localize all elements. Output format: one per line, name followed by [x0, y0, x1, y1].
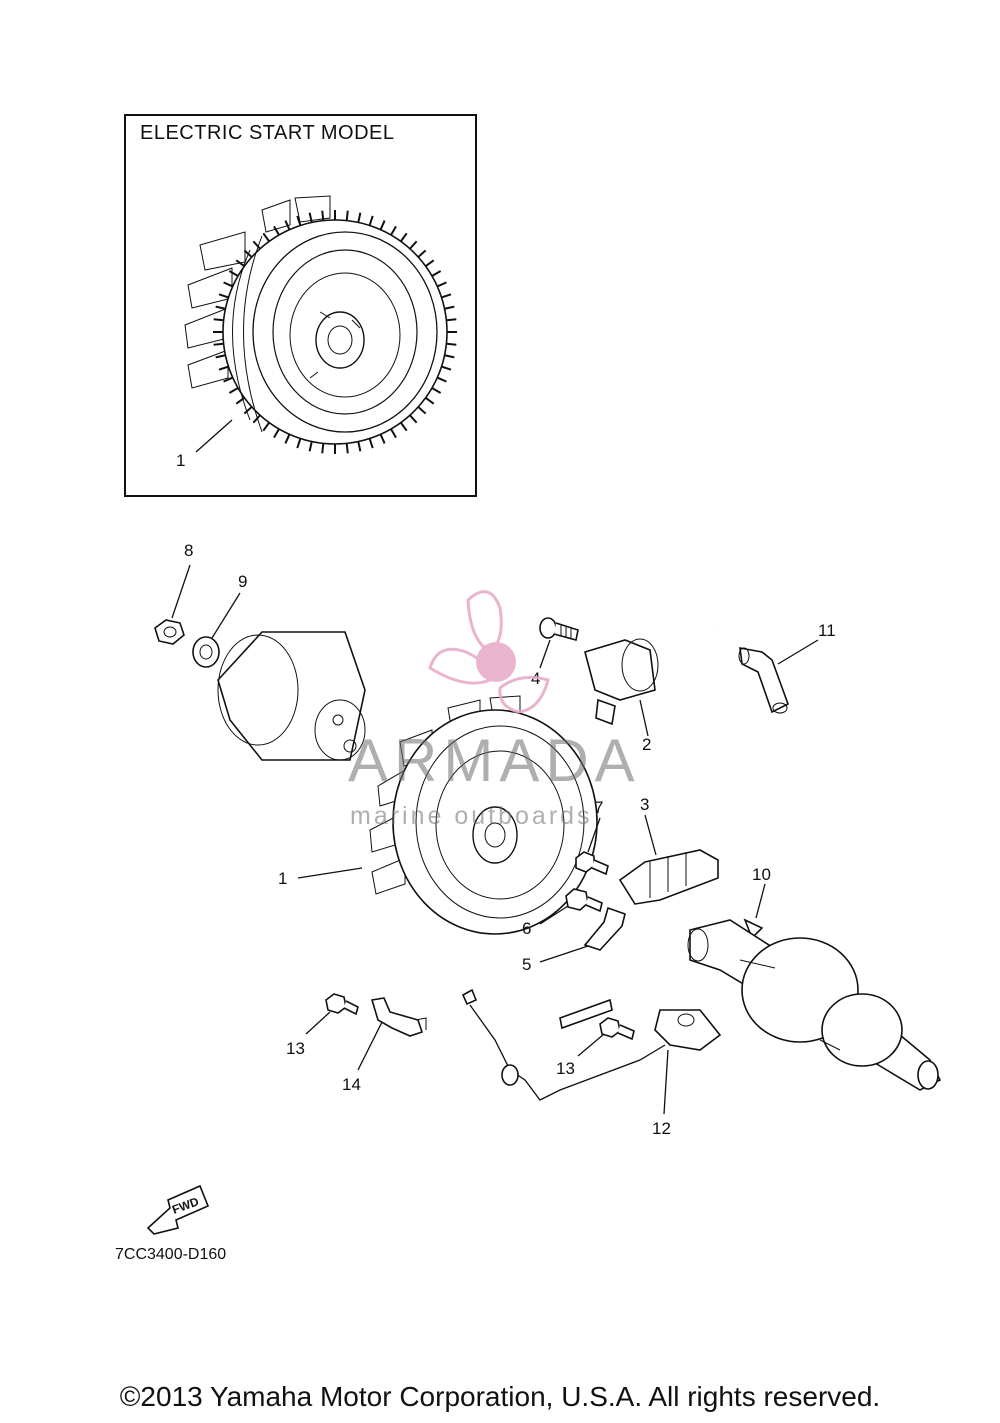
watermark-name: ARMADA — [348, 727, 641, 794]
part-6-bolt — [565, 888, 603, 913]
callout-9: 9 — [238, 572, 247, 591]
part-9-washer — [192, 636, 220, 668]
drawing-number: 7CC3400-D160 — [115, 1246, 227, 1263]
crankshaft — [687, 919, 942, 1091]
part-14-bracket — [370, 997, 427, 1037]
callout-13-left: 13 — [286, 1039, 305, 1058]
flywheel-cover — [217, 631, 366, 761]
inset-flywheel-with-ring-gear — [184, 195, 457, 454]
part-13-bolt-right — [599, 1017, 635, 1041]
callout-14: 14 — [342, 1075, 361, 1094]
watermark-propeller-logo — [428, 590, 550, 714]
callout-2: 2 — [642, 735, 651, 754]
callout-7: 7 — [594, 798, 603, 817]
copyright-notice: ©2013 Yamaha Motor Corporation, U.S.A. A… — [119, 1381, 881, 1412]
part-4-screw — [539, 617, 579, 641]
inset-electric-start-box — [124, 114, 477, 497]
callout-13-right: 13 — [556, 1059, 575, 1078]
inset-title: ELECTRIC START MODEL — [140, 122, 395, 144]
part-8-nut — [154, 619, 185, 645]
part-11-plug-cap — [738, 647, 789, 714]
callout-5: 5 — [522, 955, 531, 974]
part-1-flywheel — [369, 695, 598, 935]
callout-inset-1: 1 — [176, 451, 185, 470]
callout-11: 11 — [818, 621, 836, 640]
callout-3: 3 — [640, 795, 649, 814]
part-3-pulser-coil — [559, 849, 719, 1030]
callout-8: 8 — [184, 541, 193, 560]
part-7-bolt — [575, 851, 609, 876]
part-13-bolt-left — [325, 993, 359, 1016]
callout-1: 1 — [278, 869, 287, 888]
part-5-bracket — [583, 906, 626, 951]
callout-10: 10 — [752, 865, 771, 884]
part-2-ignition-coil — [486, 556, 716, 726]
part-10-woodruff-key — [743, 918, 764, 940]
callout-6: 6 — [522, 919, 531, 938]
callout-12: 12 — [652, 1119, 671, 1138]
fwd-arrow-icon: FWD — [146, 1184, 210, 1235]
part-12-sensor — [461, 988, 722, 1101]
watermark-subtitle: marine outboards — [350, 802, 593, 830]
